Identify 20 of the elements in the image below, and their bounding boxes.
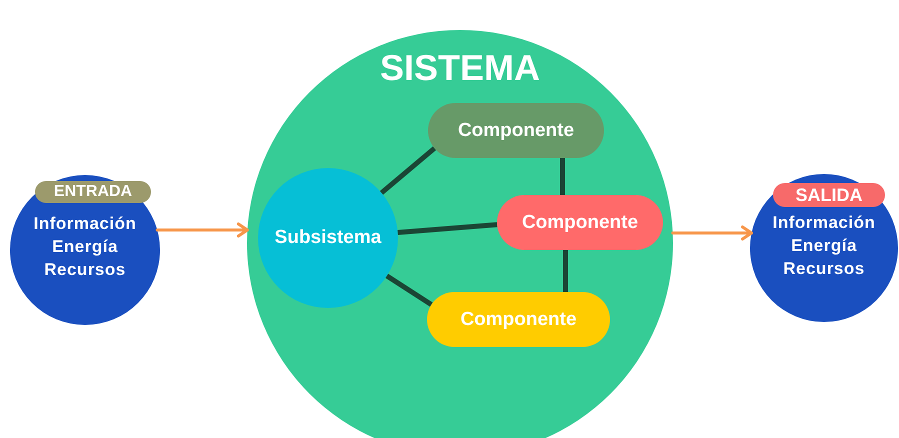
pill-label: ENTRADA bbox=[54, 182, 132, 202]
resource-list: Información Energía Recursos bbox=[26, 213, 144, 282]
connector-line bbox=[563, 250, 568, 292]
connector-line bbox=[560, 158, 565, 195]
connector-line bbox=[385, 274, 433, 307]
system-title: SISTEMA bbox=[380, 48, 540, 88]
component-label: Componente bbox=[522, 210, 638, 235]
subsystem-label: Subsistema bbox=[274, 226, 382, 250]
label-pill bbox=[35, 181, 151, 203]
pill-label: SALIDA bbox=[796, 184, 862, 207]
connector-line bbox=[398, 222, 498, 235]
component-label: Componente bbox=[460, 308, 577, 332]
arrow bbox=[671, 226, 754, 240]
component-pill bbox=[427, 292, 610, 347]
resource-list: Información Energía Recursos bbox=[765, 212, 883, 281]
connector-line bbox=[380, 146, 436, 195]
label-pill bbox=[773, 183, 885, 207]
arrow bbox=[156, 222, 249, 238]
component-pill bbox=[428, 103, 604, 158]
component-label: Componente bbox=[458, 118, 574, 143]
